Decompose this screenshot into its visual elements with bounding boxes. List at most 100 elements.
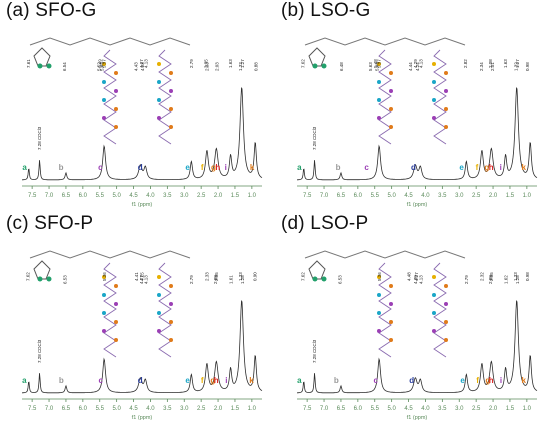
peak-label: 2.33 xyxy=(204,272,209,281)
peak-label: 2.82 xyxy=(463,59,468,68)
proton-marker-a xyxy=(46,63,52,69)
x-tick-label: 2.0 xyxy=(214,193,223,199)
proton-marker-a xyxy=(321,63,327,69)
assignment-letter: b xyxy=(59,163,64,172)
atom-marker xyxy=(102,62,106,66)
proton-marker-a xyxy=(46,276,52,282)
assignment-letter: e xyxy=(460,376,465,385)
atom-marker xyxy=(389,107,393,111)
x-tick-label: 7.0 xyxy=(45,193,54,199)
assignment-letter: g xyxy=(210,376,215,385)
proton-marker-a xyxy=(37,63,43,69)
x-tick-label: 3.5 xyxy=(438,193,447,199)
assignment-letter: k xyxy=(249,376,254,385)
atom-marker xyxy=(169,107,173,111)
x-tick-label: 2.0 xyxy=(214,406,223,412)
x-tick-label: 5.5 xyxy=(96,193,105,199)
peak-label: 1.63 xyxy=(503,59,508,68)
peak-label: 2.35 xyxy=(204,59,209,68)
assignment-letter: d xyxy=(138,163,143,172)
peak-label: 2.08 xyxy=(488,59,493,68)
assignment-letter: h xyxy=(215,163,220,172)
atom-marker xyxy=(102,80,106,84)
atom-marker xyxy=(102,293,106,297)
peak-label: 6.53 xyxy=(62,275,67,284)
atom-marker xyxy=(389,302,393,306)
solvent-label: 7.28 CDCl3 xyxy=(312,339,317,363)
assignment-letter: i xyxy=(225,376,227,385)
backbone-chain xyxy=(29,250,191,259)
peak-label: 1.33 xyxy=(238,62,243,71)
atom-marker xyxy=(114,284,118,288)
peak-label: 5.43 xyxy=(100,62,105,71)
peak-label: 2.05 xyxy=(214,272,219,281)
peak-label: 4.25 xyxy=(140,272,145,281)
assignment-letter: e xyxy=(459,163,464,172)
assignment-letter: a xyxy=(297,376,302,385)
x-tick-label: 3.0 xyxy=(180,406,189,412)
x-tick-label: 3.0 xyxy=(180,193,189,199)
x-tick-label: 1.0 xyxy=(248,406,257,412)
furan-ring xyxy=(308,47,326,67)
assignment-letter: a xyxy=(22,376,27,385)
atom-marker xyxy=(169,89,173,93)
atom-marker xyxy=(432,275,436,279)
panel-title-d: (d) LSO-P xyxy=(281,213,369,234)
atom-marker xyxy=(157,311,161,315)
side-chain xyxy=(157,49,173,145)
peak-label: 2.03 xyxy=(215,62,220,71)
peak-label: 1.33 xyxy=(513,272,518,281)
atom-marker xyxy=(102,116,106,120)
assignment-letter: c xyxy=(373,376,378,385)
x-axis-label: f1 (ppm) xyxy=(132,202,153,208)
assignment-letter: h xyxy=(214,376,219,385)
peak-label: 4.13 xyxy=(144,59,149,68)
peak-label: 7.62 xyxy=(26,272,31,281)
proton-marker-a xyxy=(37,276,43,282)
x-axis-label: f1 (ppm) xyxy=(407,202,428,208)
x-tick-label: 7.5 xyxy=(28,193,37,199)
proton-marker-a xyxy=(321,276,327,282)
x-tick-label: 2.0 xyxy=(489,406,498,412)
assignment-letter: g xyxy=(484,163,489,172)
x-tick-label: 4.0 xyxy=(146,193,155,199)
assignment-letter: d xyxy=(411,163,416,172)
atom-marker xyxy=(157,98,161,102)
x-tick-label: 2.5 xyxy=(197,406,206,412)
atom-marker xyxy=(157,62,161,66)
peak-label: 0.88 xyxy=(253,62,258,71)
peak-label: 4.44 xyxy=(408,62,413,71)
spectrum-trace-d xyxy=(297,299,538,394)
assignment-letter: c xyxy=(98,376,103,385)
peak-label: 1.28 xyxy=(515,275,520,284)
atom-marker xyxy=(169,302,173,306)
solvent-label: 7.28 CDCl3 xyxy=(312,126,317,150)
peak-label: 7.62 xyxy=(301,59,306,68)
assignment-letter: e xyxy=(185,163,190,172)
panel-title-b: (b) LSO-G xyxy=(281,0,371,21)
peak-label: 2.08 xyxy=(213,275,218,284)
peak-label: 0.90 xyxy=(253,272,258,281)
atom-marker xyxy=(114,125,118,129)
x-tick-label: 1.0 xyxy=(523,406,532,412)
peak-label: 1.61 xyxy=(229,275,234,284)
atom-marker xyxy=(377,311,381,315)
x-tick-label: 1.5 xyxy=(231,193,240,199)
peak-label: 4.29 xyxy=(413,59,418,68)
peak-label: 4.23 xyxy=(140,62,145,71)
atom-marker xyxy=(102,275,106,279)
peak-label: 4.41 xyxy=(134,272,139,281)
atom-marker xyxy=(444,89,448,93)
molecule-structure-d xyxy=(304,250,466,358)
peak-label: 1.32 xyxy=(514,62,519,71)
assignment-letter: d xyxy=(138,376,143,385)
atom-marker xyxy=(157,80,161,84)
backbone-chain xyxy=(304,250,466,259)
assignment-letter: h xyxy=(489,163,494,172)
x-axis-label: f1 (ppm) xyxy=(132,415,153,421)
